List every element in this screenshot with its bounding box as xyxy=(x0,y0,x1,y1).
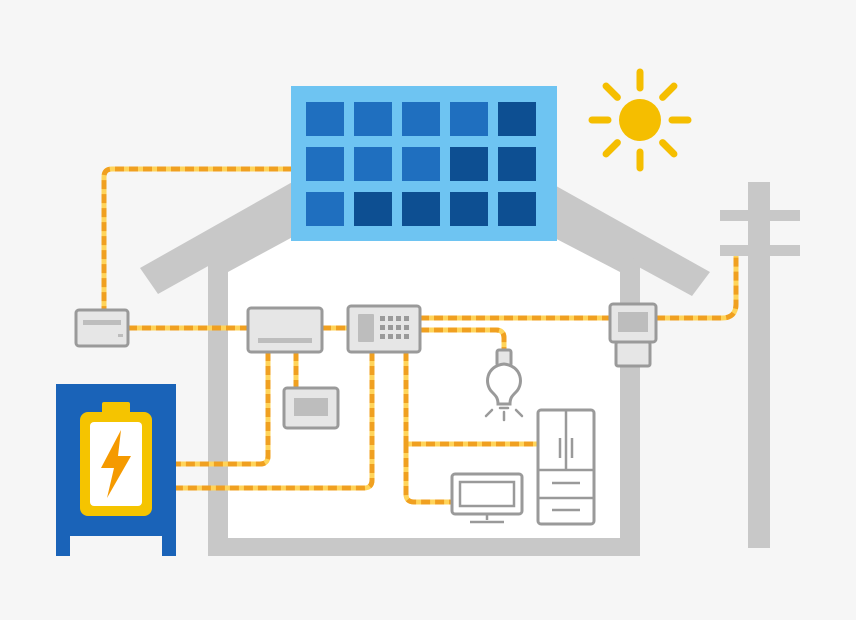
breaker-switch xyxy=(380,316,385,321)
breaker-switch xyxy=(388,334,393,339)
breaker-switch xyxy=(404,325,409,330)
refrigerator-icon xyxy=(536,408,596,526)
breaker-switch xyxy=(388,316,393,321)
breaker-switch xyxy=(388,325,393,330)
wire-board-to-tv xyxy=(403,444,452,505)
solar-cell xyxy=(354,102,392,136)
battery-icon xyxy=(56,384,176,556)
solar-cell xyxy=(306,102,344,136)
wire-board-to-bulb xyxy=(420,327,507,350)
lightning-bolt-icon xyxy=(101,430,131,498)
solar-cell xyxy=(402,192,440,226)
wiring xyxy=(101,166,739,505)
solar-cell xyxy=(402,147,440,181)
junction-box-icon xyxy=(74,308,130,348)
solar-cell xyxy=(498,102,536,136)
sun-icon xyxy=(588,68,692,172)
breaker-switch xyxy=(380,334,385,339)
utility-pole-icon xyxy=(720,182,800,548)
solar-cell xyxy=(450,147,488,181)
solar-cell xyxy=(402,102,440,136)
sun-ray xyxy=(602,139,621,158)
solar-cell xyxy=(498,147,536,181)
solar-panel-icon xyxy=(291,86,557,241)
breaker-switch xyxy=(396,316,401,321)
wire-meter-to-pole xyxy=(656,256,739,321)
distribution-board-icon xyxy=(346,304,422,354)
wire-panel-to-junction xyxy=(101,166,292,310)
sun-ray xyxy=(659,82,678,101)
solar-cell xyxy=(450,192,488,226)
solar-cell xyxy=(306,147,344,181)
breaker-switch xyxy=(396,325,401,330)
power-meter-icon xyxy=(608,302,658,368)
solar-cell xyxy=(306,192,344,226)
light-bulb-icon xyxy=(484,348,524,422)
sun-ray xyxy=(659,139,678,158)
solar-cell xyxy=(498,192,536,226)
solar-cell xyxy=(354,147,392,181)
solar-cell xyxy=(354,192,392,226)
solar-cell xyxy=(450,102,488,136)
wire-conditioner-to-battery xyxy=(176,352,271,467)
breaker-switch xyxy=(396,334,401,339)
breaker-switch xyxy=(404,316,409,321)
power-conditioner-icon xyxy=(246,306,324,354)
monitor-display-icon xyxy=(282,386,340,430)
wire-board-to-battery xyxy=(176,352,375,491)
sun-ray xyxy=(602,82,621,101)
television-icon xyxy=(450,472,524,524)
breaker-switch xyxy=(380,325,385,330)
breaker-switch xyxy=(404,334,409,339)
